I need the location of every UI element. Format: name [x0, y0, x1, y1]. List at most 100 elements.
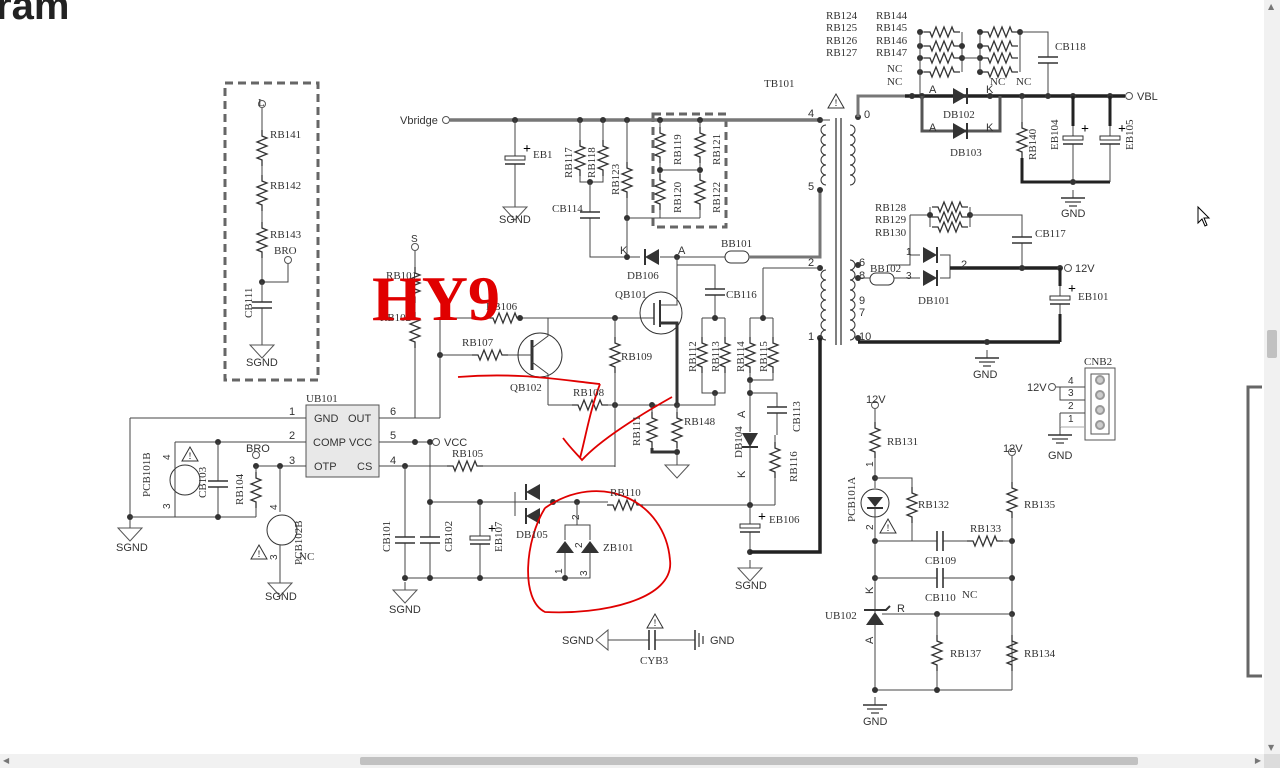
- component-label: 1: [1068, 414, 1074, 425]
- sgnd-symbol: [248, 344, 276, 359]
- resistor-symbol: [982, 65, 1018, 79]
- resistor-symbol: [766, 337, 780, 373]
- component-label: RB102: [380, 312, 411, 324]
- resistor-symbol: [596, 140, 610, 176]
- vertical-scrollbar[interactable]: ▲ ▼: [1264, 0, 1280, 754]
- junction-dot: [624, 254, 630, 260]
- component-label: 6: [390, 406, 396, 418]
- component-label: RB115: [758, 341, 770, 372]
- mosfet-body: [639, 291, 683, 335]
- diode-symbol: [526, 484, 540, 500]
- terminal-icon: [871, 401, 879, 409]
- warning-icon: [181, 445, 199, 462]
- junction-dot: [959, 43, 965, 49]
- resistor-symbol: [487, 311, 523, 325]
- junction-dot: [872, 687, 878, 693]
- component-label: BRO: [246, 443, 270, 455]
- component-label: CB116: [726, 289, 757, 301]
- wire: [864, 605, 891, 611]
- resistor-symbol: [1005, 482, 1019, 518]
- component-label: RB123: [610, 163, 622, 195]
- handwritten-annotation-hy9: HY9: [372, 263, 500, 334]
- scroll-up-icon[interactable]: ▲: [1268, 2, 1275, 11]
- handwritten-arrow: [457, 374, 673, 462]
- wire: [564, 502, 578, 540]
- scroll-left-icon[interactable]: ◀: [3, 756, 10, 765]
- vertical-scrollbar-thumb[interactable]: [1267, 330, 1277, 358]
- wire: [750, 338, 822, 554]
- component-label: RB118: [586, 147, 598, 178]
- component-label: 4: [1068, 376, 1074, 387]
- component-label: RB112: [687, 341, 699, 372]
- component-label: CB103: [197, 466, 209, 498]
- component-label: SGND: [562, 635, 594, 647]
- component-label: OTP: [314, 461, 337, 473]
- component-label: RB144: [876, 10, 908, 22]
- wire: [749, 190, 822, 259]
- component-label: K: [986, 122, 994, 134]
- component-label: RB104: [234, 473, 246, 505]
- component-label: EB1: [533, 149, 553, 161]
- component-label: NC: [887, 76, 902, 88]
- component-label: CB113: [791, 401, 803, 432]
- scroll-right-icon[interactable]: ▶: [1254, 756, 1261, 765]
- diode-symbol: [923, 247, 937, 263]
- scroll-down-icon[interactable]: ▼: [1268, 743, 1275, 752]
- junction-dot: [934, 687, 940, 693]
- terminal-icon: [1008, 448, 1016, 456]
- resistor-symbol: [967, 534, 1003, 548]
- terminal-icon: [1048, 383, 1056, 391]
- component-label: PCB102B: [293, 520, 305, 565]
- connector-pin: [1095, 375, 1105, 385]
- diode-symbol: [742, 433, 758, 447]
- component-label: SGND: [735, 580, 767, 592]
- component-label: 2: [865, 524, 876, 530]
- resistor-symbol: [743, 337, 757, 373]
- sgnd-symbol: [116, 527, 144, 542]
- wire: [856, 94, 905, 117]
- component-label: RB140: [1027, 128, 1039, 160]
- component-label: RB101: [386, 270, 417, 282]
- polarity-plus: +: [488, 522, 496, 537]
- resistor-symbol: [924, 65, 960, 79]
- wire: [749, 373, 774, 381]
- component-label: 5: [390, 430, 396, 442]
- component-label: RB132: [918, 499, 949, 511]
- junction-dot: [760, 315, 766, 321]
- component-label: NC: [887, 63, 902, 75]
- component-label: DB101: [918, 295, 950, 307]
- sgnd-symbol: [663, 464, 691, 479]
- resistor-symbol: [653, 174, 667, 210]
- component-label: DB102: [943, 109, 975, 121]
- horizontal-scrollbar-thumb[interactable]: [360, 757, 1138, 765]
- wire: [875, 477, 913, 487]
- dashed-boundary: [651, 112, 728, 229]
- component-label: CS: [357, 461, 372, 473]
- component-label: RB120: [672, 181, 684, 213]
- resistor-symbol: [868, 422, 882, 458]
- resistor-symbol: [607, 498, 643, 512]
- component-label: VCC: [444, 437, 467, 449]
- component-label: 1: [808, 331, 814, 343]
- wire: [1059, 387, 1085, 401]
- horizontal-scrollbar[interactable]: ◀ ▶: [0, 754, 1264, 768]
- resistor-symbol: [930, 635, 944, 671]
- component-label: RB121: [711, 134, 723, 165]
- sgnd-symbol: [266, 582, 294, 597]
- wire: [940, 254, 951, 279]
- component-label: 1: [865, 461, 876, 467]
- zener-symbol: [556, 541, 574, 553]
- junction-dot: [909, 93, 915, 99]
- electrolytic-capacitor: [1062, 135, 1084, 141]
- resistor-symbol: [693, 127, 707, 163]
- junction-dot: [712, 315, 718, 321]
- component-label: RB109: [621, 351, 653, 363]
- component-label: 3: [1068, 388, 1074, 399]
- wire: [660, 321, 679, 405]
- wire: [577, 524, 591, 540]
- wire: [261, 258, 289, 283]
- resistor-symbol: [447, 459, 483, 473]
- component-label: BRO: [274, 245, 297, 257]
- component-label: Vbridge: [400, 115, 438, 127]
- component-label: DB104: [733, 426, 745, 458]
